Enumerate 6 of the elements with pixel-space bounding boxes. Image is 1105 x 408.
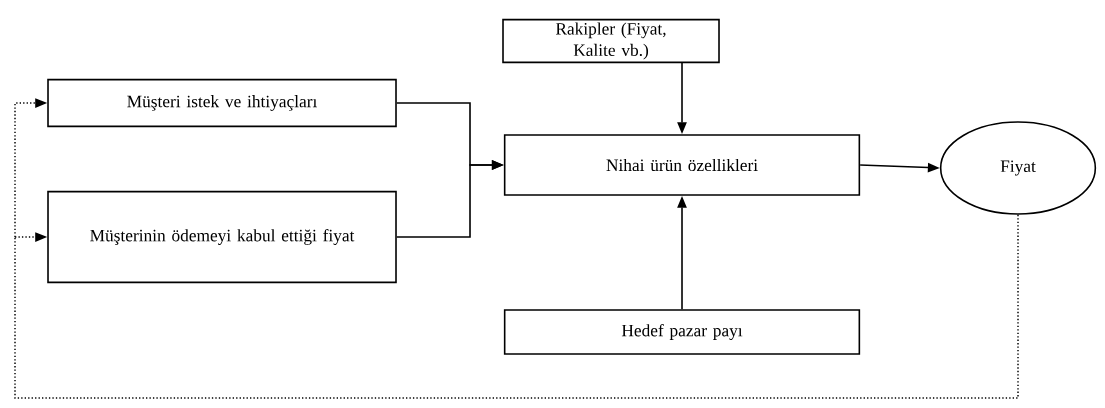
process-box: Hedef pazar payı — [503, 309, 861, 355]
process-box: Müşterinin ödemeyi kabul ettiği fiyat — [47, 190, 397, 284]
feedback-line — [14, 214, 1019, 399]
process-box: Rakipler (Fiyat, Kalite vb.) — [502, 18, 720, 64]
process-box: Nihai ürün özellikleri — [503, 134, 861, 196]
process-box: Müşteri istek ve ihtiyaçları — [47, 78, 397, 128]
